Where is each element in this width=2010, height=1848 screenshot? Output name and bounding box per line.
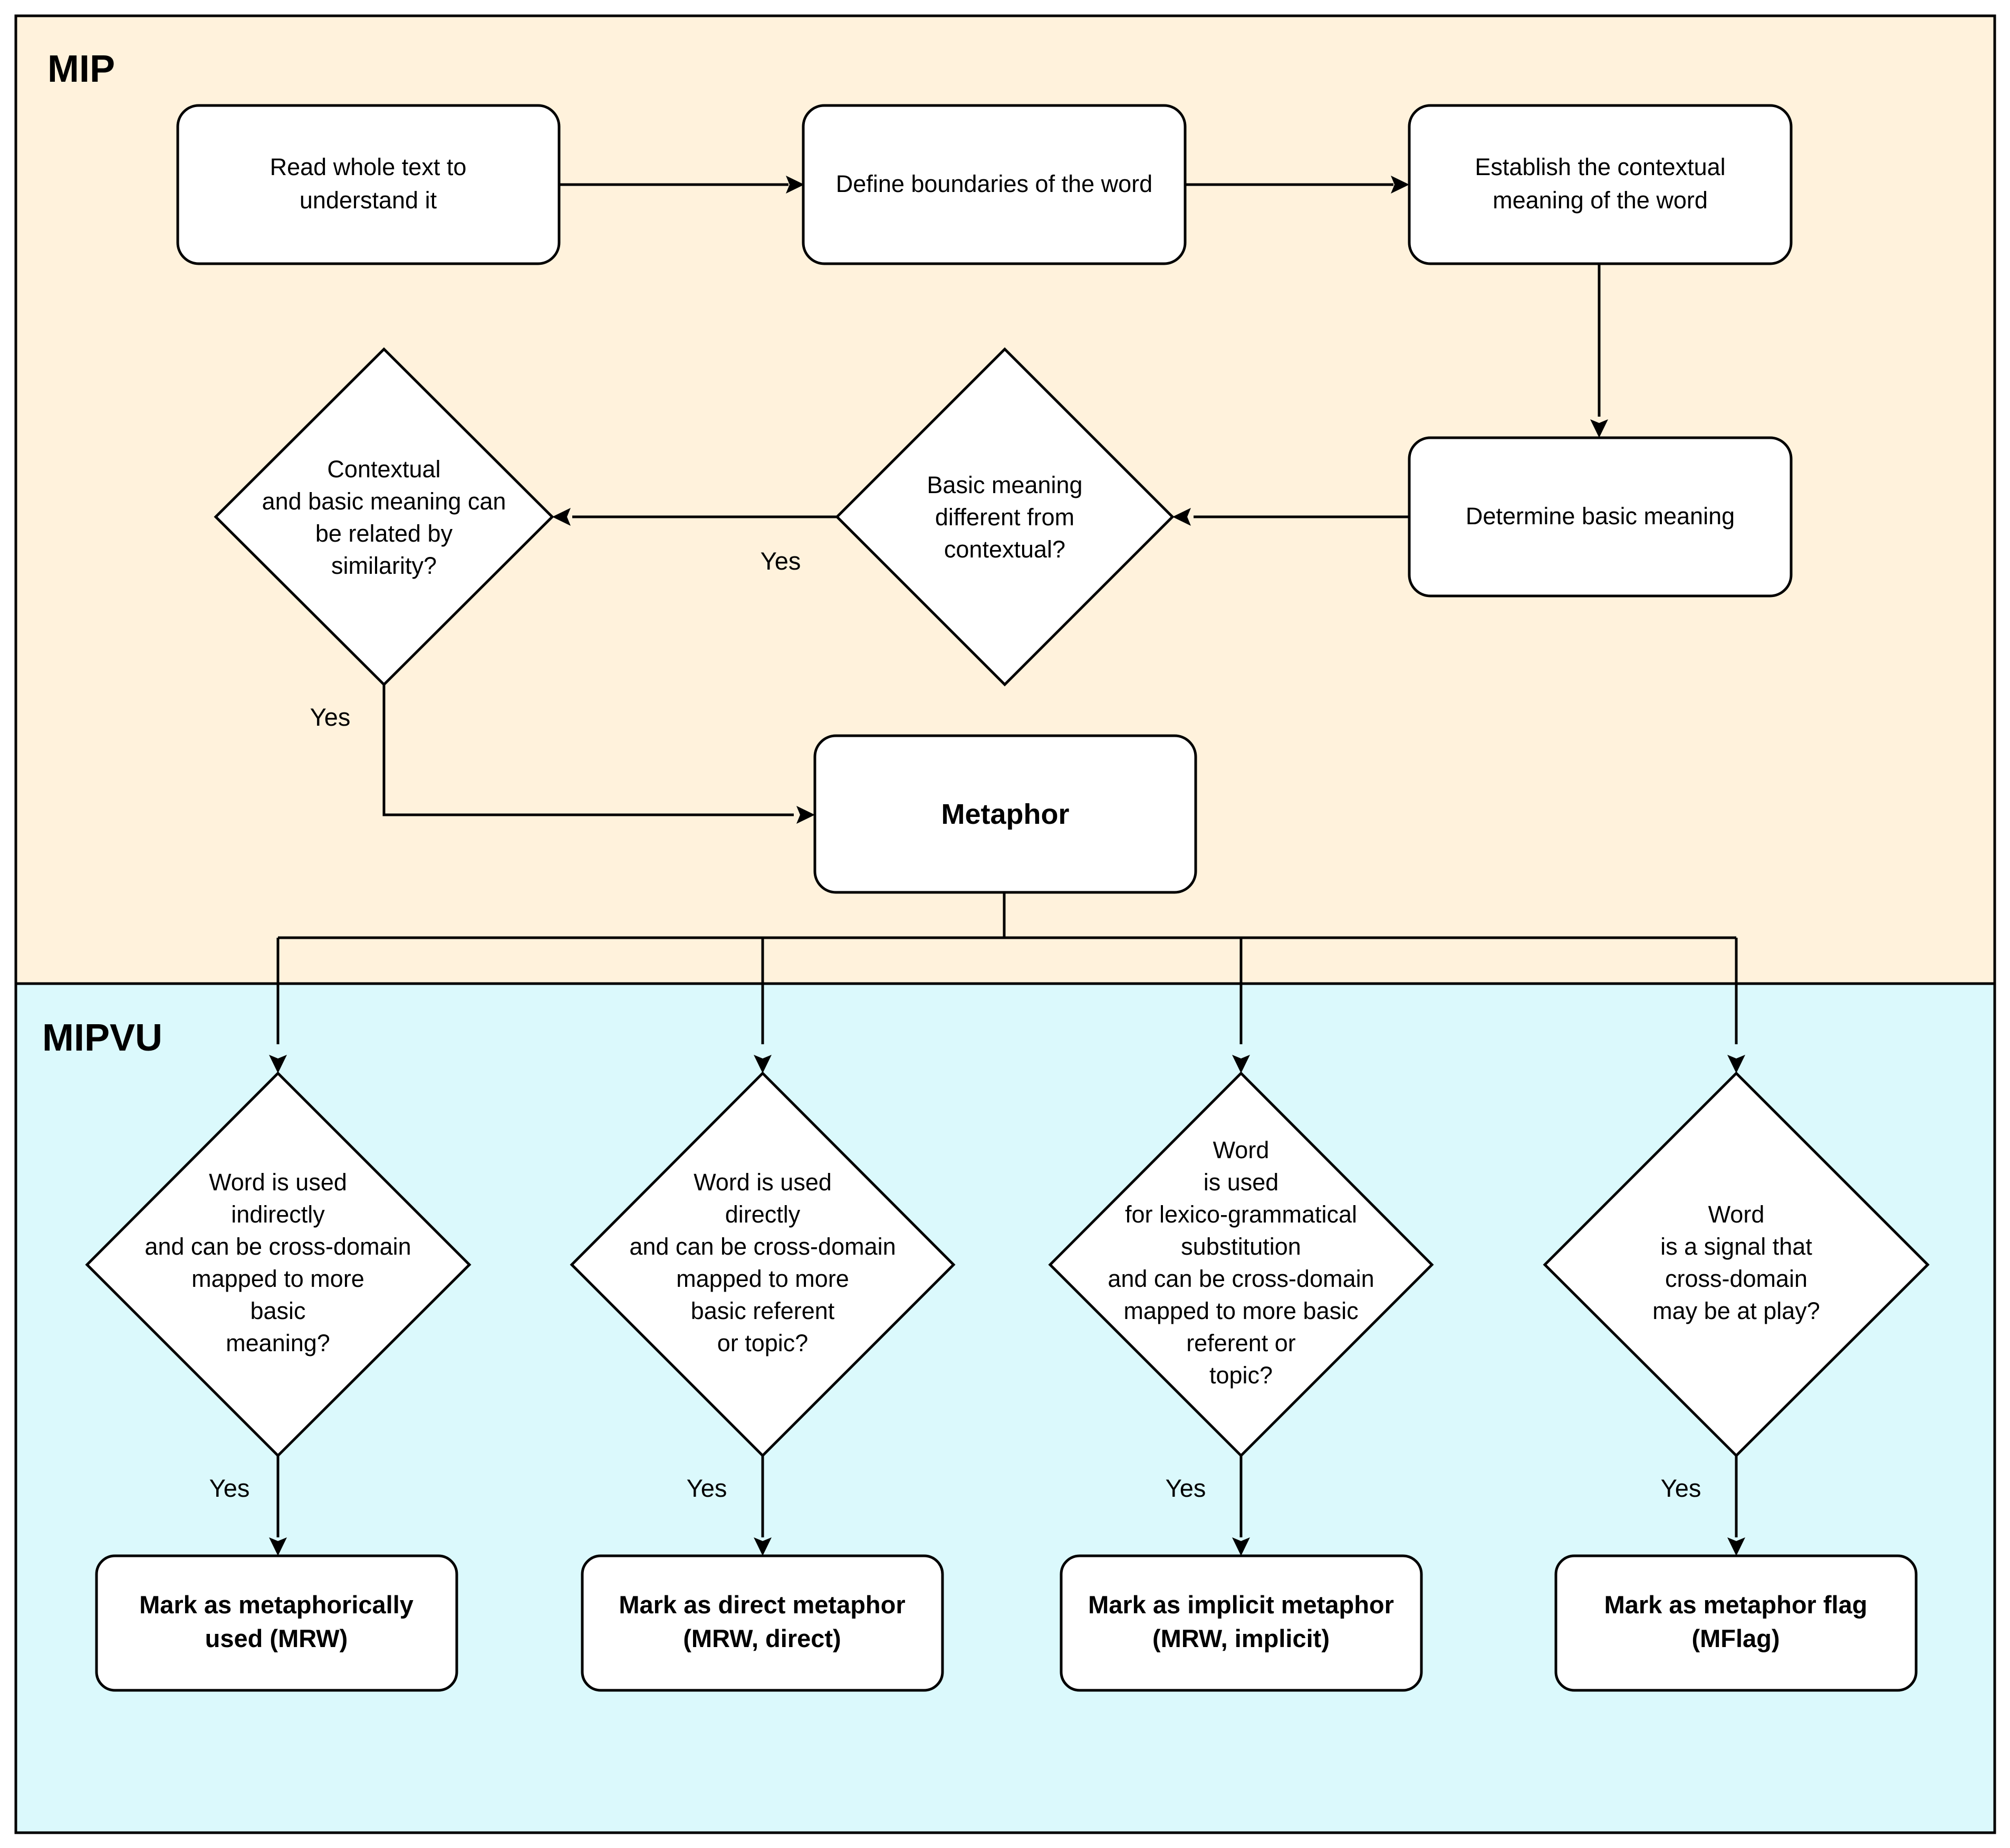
decision-direct-label-line: and can be cross-domain: [629, 1233, 896, 1260]
contextual-meaning-node: [1408, 104, 1793, 265]
arrowhead: [1172, 508, 1191, 526]
node-labels: Read whole text to understand it Define …: [139, 153, 1867, 1652]
direct-yes-label: Yes: [687, 1474, 727, 1502]
decision-implicit-label-line: and can be cross-domain: [1108, 1265, 1374, 1292]
indirect-yes-label: Yes: [209, 1474, 250, 1502]
mark-flag-label-line: Mark as metaphor flag: [1604, 1591, 1868, 1619]
decision-direct-label-line: or topic?: [717, 1330, 809, 1356]
define-boundaries-label: Define boundaries of the word: [836, 170, 1152, 197]
decision-implicit-node: [1048, 1071, 1434, 1458]
read-text-node: [176, 104, 561, 265]
flag-yes-label: Yes: [1661, 1474, 1701, 1502]
edge-labels: Yes Yes Yes Yes Yes Yes: [209, 547, 1701, 1502]
define-boundaries-node: [802, 104, 1187, 265]
decision-direct-label-line: Word is used: [694, 1169, 832, 1196]
mip-section-title: MIP: [47, 48, 115, 90]
decision-implicit-label-line: is used: [1204, 1169, 1279, 1196]
arrowhead: [786, 176, 804, 194]
decision-indirect-label-line: indirectly: [231, 1201, 325, 1228]
decision-flag-node: [1543, 1071, 1930, 1458]
different-yes-label: Yes: [761, 547, 801, 575]
mark-direct-label-line: Mark as direct metaphor: [619, 1591, 905, 1619]
mipvu-section-title: MIPVU: [42, 1017, 162, 1059]
decision-indirect-node: [85, 1071, 472, 1458]
mark-mrw-label-line: used (MRW): [205, 1624, 348, 1652]
arrowhead: [796, 806, 815, 824]
arrowheads: [269, 176, 1745, 1556]
decision-indirect-label-line: basic: [250, 1297, 305, 1324]
decision-direct-label-line: mapped to more: [676, 1265, 849, 1292]
arrowhead: [1232, 1055, 1250, 1073]
arrowhead: [1727, 1055, 1745, 1073]
decision-different-label-line: different from: [935, 504, 1074, 531]
similarity-yes-label: Yes: [310, 703, 351, 731]
decision-implicit-label-line: for lexico-grammatical: [1125, 1201, 1357, 1228]
metaphor-node: [813, 734, 1197, 894]
mark-direct-label-line: (MRW, direct): [683, 1624, 841, 1652]
decision-similarity-label-line: be related by: [315, 520, 453, 547]
decision-implicit-label-line: referent or: [1186, 1330, 1296, 1356]
mark-flag-node: [1554, 1554, 1918, 1692]
read-text-label-line: understand it: [300, 187, 437, 214]
arrowhead: [1590, 419, 1608, 438]
arrowhead: [754, 1055, 772, 1073]
contextual-meaning-label-line: meaning of the word: [1493, 187, 1708, 214]
mark-direct-node: [581, 1554, 944, 1692]
metaphor-label: Metaphor: [941, 798, 1070, 830]
contextual-meaning-label-line: Establish the contextual: [1475, 153, 1725, 180]
decision-similarity-label-line: Contextual: [327, 456, 440, 483]
mark-flag-label-line: (MFlag): [1691, 1624, 1780, 1652]
arrowhead: [1232, 1537, 1250, 1556]
arrowhead: [1727, 1537, 1745, 1556]
decision-flag-label-line: cross-domain: [1665, 1265, 1807, 1292]
decision-indirect-label-line: Word is used: [209, 1169, 347, 1196]
nodes: [85, 104, 1930, 1692]
basic-meaning-node: [1408, 436, 1793, 598]
decision-direct-label-line: basic referent: [691, 1297, 835, 1324]
mark-mrw-label-line: Mark as metaphorically: [139, 1591, 413, 1619]
decision-flag-label-line: may be at play?: [1652, 1297, 1820, 1324]
implicit-yes-label: Yes: [1166, 1474, 1206, 1502]
decision-flag-label-line: Word: [1708, 1201, 1765, 1228]
decision-implicit-label-line: topic?: [1209, 1362, 1273, 1389]
mark-implicit-label-line: Mark as implicit metaphor: [1088, 1591, 1394, 1619]
decision-direct-node: [570, 1071, 956, 1458]
decision-indirect-label-line: mapped to more: [191, 1265, 364, 1292]
decision-implicit-label-line: Word: [1213, 1137, 1270, 1163]
decision-indirect-label-line: and can be cross-domain: [145, 1233, 411, 1260]
decision-different-label-line: contextual?: [944, 536, 1065, 563]
decision-different-node: [835, 347, 1175, 687]
decision-similarity-label-line: and basic meaning can: [262, 488, 506, 515]
decision-direct-label-line: directly: [725, 1201, 801, 1228]
edges: [276, 183, 1738, 1537]
decision-implicit-label-line: substitution: [1181, 1233, 1301, 1260]
mark-implicit-node: [1060, 1554, 1423, 1692]
decision-similarity-node: [214, 347, 554, 687]
arrowhead: [754, 1537, 772, 1556]
basic-meaning-label: Determine basic meaning: [1466, 503, 1735, 530]
decision-implicit-label-line: mapped to more basic: [1123, 1297, 1358, 1324]
arrowhead: [269, 1537, 287, 1556]
arrowhead: [269, 1055, 287, 1073]
decision-different-label-line: Basic meaning: [927, 471, 1082, 498]
read-text-label-line: Read whole text to: [270, 153, 467, 180]
decision-flag-label-line: is a signal that: [1660, 1233, 1812, 1260]
arrowhead: [552, 508, 571, 526]
mark-implicit-label-line: (MRW, implicit): [1152, 1624, 1330, 1652]
decision-indirect-label-line: meaning?: [226, 1330, 330, 1356]
decision-similarity-label-line: similarity?: [331, 552, 437, 579]
arrowhead: [1391, 176, 1409, 194]
edge-similarity-to-metaphor: [382, 683, 794, 816]
mark-mrw-node: [95, 1554, 458, 1692]
